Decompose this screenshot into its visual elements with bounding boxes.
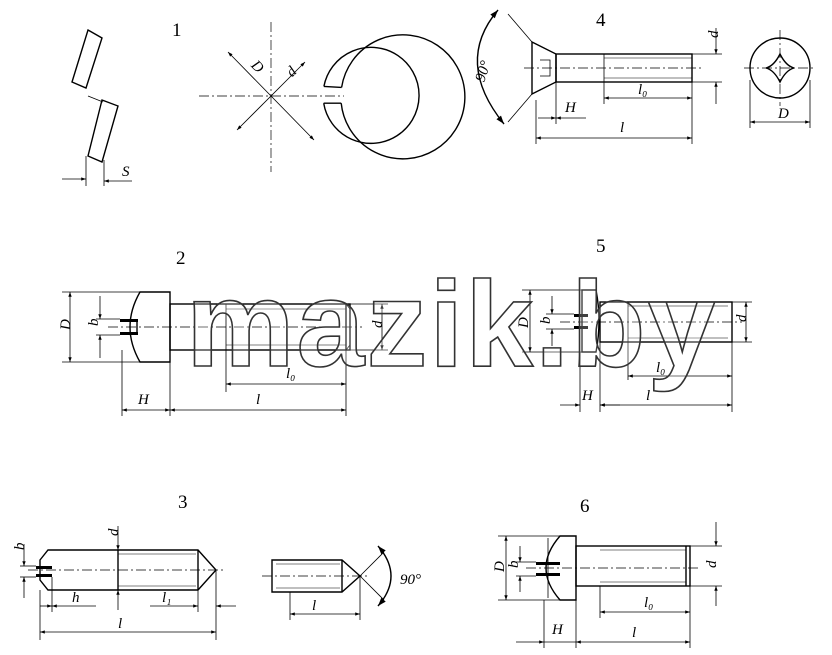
label-l: l — [646, 388, 650, 404]
label-b: b — [12, 542, 28, 550]
label-tip-angle-90: 90° — [400, 572, 421, 588]
figure-3-slotted-set-screw: 3 b d h l₁ l 90° — [12, 492, 421, 640]
label-d: d — [106, 528, 122, 536]
label-l0: l₀ — [644, 595, 653, 611]
cross-recess-icon — [765, 52, 795, 84]
label-h: H — [581, 388, 594, 404]
label-b: b — [86, 318, 102, 326]
label-head-d: D — [58, 319, 74, 331]
label-h: H — [564, 100, 577, 116]
label-inner-d: d — [284, 64, 301, 81]
set-screw-tip-view — [271, 559, 362, 593]
label-b: b — [506, 560, 522, 568]
washer-side-upper-half — [71, 28, 103, 89]
cheese-head — [129, 291, 171, 363]
label-h: H — [137, 392, 150, 408]
label-l: l — [632, 625, 636, 641]
angle-arc-90 — [476, 9, 505, 125]
figure-5-slotted-pan-head-screw: 5 D b d l₀ H l — [516, 236, 752, 412]
figure-4-countersunk-screw: 4 90° d H l₀ l D — [473, 9, 816, 144]
figure-number-6: 6 — [580, 496, 590, 517]
label-outer-d: D — [247, 57, 267, 77]
label-l0: l₀ — [638, 82, 647, 98]
figure-2-slotted-cheese-head-screw: 2 D b d l₀ H l — [58, 248, 388, 416]
screw-shank — [575, 545, 691, 587]
label-l: l — [256, 392, 260, 408]
figure-number-2: 2 — [176, 248, 186, 269]
label-head-d: D — [492, 561, 508, 573]
label-l: l — [118, 616, 122, 632]
label-s: S — [122, 164, 130, 180]
label-head-d: D — [516, 317, 532, 329]
label-l1: l₁ — [162, 590, 171, 606]
label-l: l — [620, 120, 624, 136]
label-d: d — [704, 560, 720, 568]
pan-head — [581, 289, 600, 353]
label-angle-90: 90° — [473, 59, 495, 84]
label-h: h — [72, 590, 80, 606]
figure-number-3: 3 — [178, 492, 188, 513]
watermark: mazik.by — [186, 256, 717, 392]
figure-number-1: 1 — [172, 20, 182, 41]
washer-outer-circle — [340, 34, 466, 160]
figure-1-spring-washer: 1 S D d — [62, 20, 466, 186]
figure-number-4: 4 — [596, 10, 606, 31]
label-d: d — [706, 30, 722, 38]
figure-number-5: 5 — [596, 236, 606, 257]
label-d: d — [734, 314, 750, 322]
washer-inner-circle — [323, 46, 420, 145]
dimension-line-inner-d — [236, 61, 306, 131]
label-l0: l₀ — [656, 360, 665, 376]
label-d: d — [370, 320, 386, 328]
label-h: H — [551, 622, 564, 638]
washer-side-lower-half — [87, 99, 119, 163]
label-b: b — [538, 316, 554, 324]
label-d-head: D — [777, 106, 789, 122]
figure-6-slotted-raised-cheese-head-screw: 6 D b d l₀ H l — [492, 496, 722, 648]
label-l0: l₀ — [286, 366, 295, 382]
label-l-tip: l — [312, 598, 316, 614]
set-screw-body — [39, 549, 217, 591]
